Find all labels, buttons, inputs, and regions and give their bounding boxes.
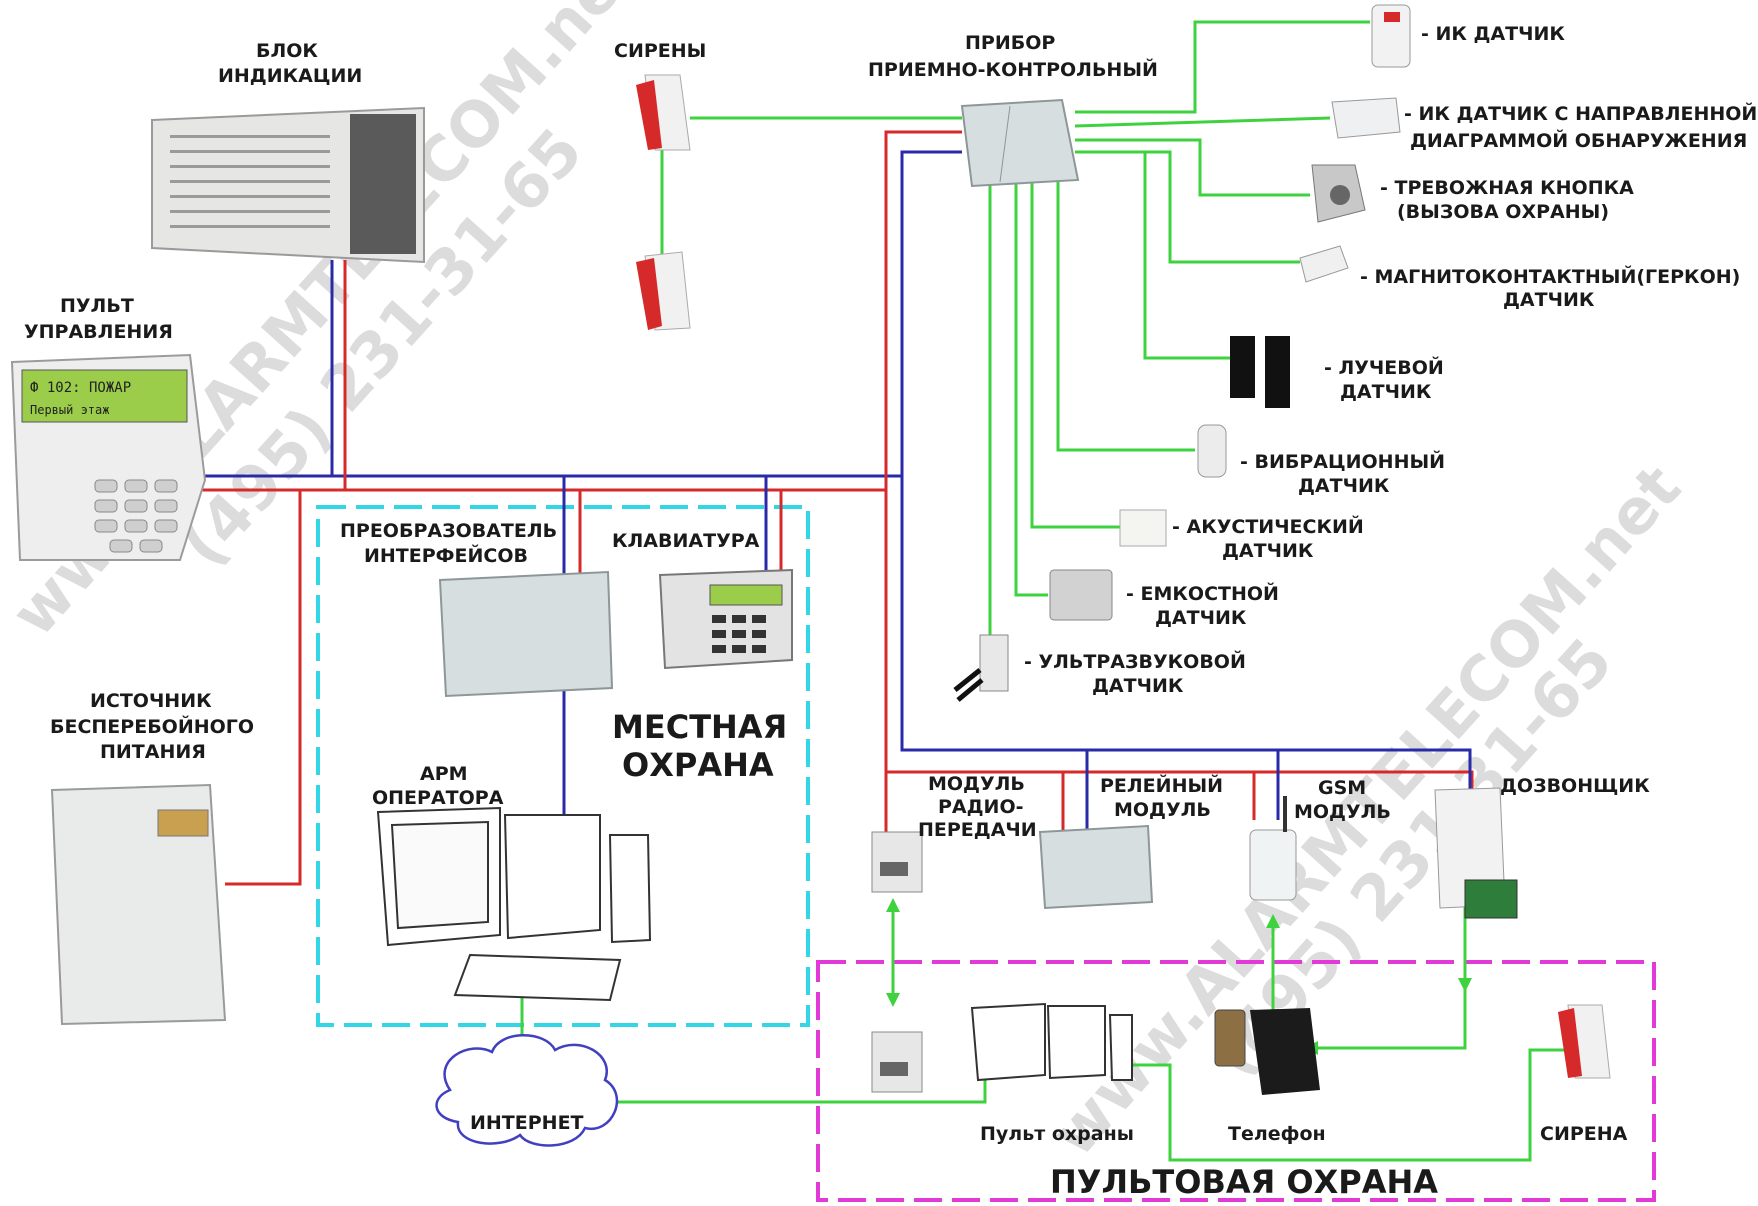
siren-top: [636, 75, 690, 150]
wire-beam-sensor: [1145, 152, 1230, 358]
wire-reed-sensor: [1075, 152, 1300, 262]
acoustic-sensor-icon: [1120, 510, 1166, 546]
label-central-security: ПУЛЬТОВАЯ ОХРАНА: [1050, 1163, 1438, 1201]
ultrasonic-sensor-icon: [955, 635, 1008, 700]
label-ups-3: ПИТАНИЯ: [100, 741, 206, 763]
wire-acoustic-sensor: [1032, 180, 1120, 527]
label-dialer: ДОЗВОНЩИК: [1500, 775, 1650, 797]
keypad-lcd-line2: Первый этаж: [30, 403, 109, 417]
label-arm-2: ОПЕРАТОРА: [372, 787, 504, 809]
label-internet: ИНТЕРНЕТ: [470, 1112, 584, 1134]
label-radio-module-2: РАДИО-: [938, 796, 1024, 818]
ir-directional-icon: [1332, 98, 1400, 138]
label-control-keypad-2: УПРАВЛЕНИЯ: [24, 321, 173, 343]
label-local-security-2: ОХРАНА: [622, 746, 774, 784]
wire-internet-console: [610, 1070, 985, 1102]
label-control-panel-1: ПРИБОР: [965, 32, 1055, 54]
wire-panel-data: [902, 152, 962, 476]
label-vibration-sensor-2: ДАТЧИК: [1298, 475, 1390, 497]
label-gsm-module-2: МОДУЛЬ: [1294, 801, 1391, 823]
label-radio-module-1: МОДУЛЬ: [928, 773, 1025, 795]
arrow-radio-down: [886, 993, 900, 1007]
wire-alarm-button: [1075, 140, 1310, 195]
label-ultrasonic-sensor-1: - УЛЬТРАЗВУКОВОЙ: [1024, 650, 1246, 673]
control-keypad-device: Ф 102: ПОЖАР Первый этаж: [12, 355, 205, 560]
label-indicator-block-2: ИНДИКАЦИИ: [218, 65, 362, 87]
relay-module-device: [1040, 826, 1152, 908]
beam-sensor-icon: [1230, 336, 1290, 408]
keyboard-device: [660, 570, 792, 668]
label-relay-module-1: РЕЛЕЙНЫЙ: [1100, 774, 1223, 797]
wire-vibration-sensor: [1058, 180, 1195, 450]
label-capacitive-sensor-2: ДАТЧИК: [1155, 607, 1247, 629]
ir-sensor-icon: [1372, 5, 1410, 67]
vibration-sensor-icon: [1198, 425, 1226, 477]
label-reed-sensor-1: - МАГНИТОКОНТАКТНЫЙ(ГЕРКОН): [1360, 265, 1740, 288]
alarm-button-icon: [1312, 165, 1365, 222]
label-ir-sensor: - ИК ДАТЧИК: [1421, 23, 1565, 45]
control-panel-device: [962, 100, 1078, 186]
label-keyboard: КЛАВИАТУРА: [612, 530, 760, 552]
label-acoustic-sensor-2: ДАТЧИК: [1222, 540, 1314, 562]
capacitive-sensor-icon: [1050, 570, 1112, 620]
interface-converter-device: [440, 572, 612, 696]
label-beam-sensor-2: ДАТЧИК: [1340, 381, 1432, 403]
arrow-radio-up: [886, 898, 900, 912]
label-indicator-block-1: БЛОК: [256, 40, 318, 62]
arrow-dialer-down: [1458, 978, 1472, 992]
label-ir-directional-1: - ИК ДАТЧИК С НАПРАВЛЕННОЙ: [1404, 102, 1757, 125]
siren-bottom: [636, 252, 690, 330]
operator-workstation: [378, 808, 650, 1000]
telephone-device: [1215, 1008, 1320, 1095]
wire-console-siren: [1130, 1050, 1565, 1160]
label-acoustic-sensor-1: - АКУСТИЧЕСКИЙ: [1172, 515, 1364, 538]
label-control-panel-2: ПРИЕМНО-КОНТРОЛЬНЫЙ: [868, 58, 1158, 81]
label-vibration-sensor-1: - ВИБРАЦИОННЫЙ: [1240, 450, 1445, 473]
ups-device: [52, 785, 225, 1024]
wire-ir-directional: [1075, 118, 1330, 126]
gsm-module-device: [1250, 796, 1296, 900]
label-reed-sensor-2: ДАТЧИК: [1503, 289, 1595, 311]
radio-receiver-device: [872, 1032, 922, 1092]
label-ultrasonic-sensor-2: ДАТЧИК: [1092, 675, 1184, 697]
label-ups-1: ИСТОЧНИК: [90, 690, 212, 712]
label-converter-2: ИНТЕРФЕЙСОВ: [364, 544, 528, 567]
keypad-lcd-line1: Ф 102: ПОЖАР: [30, 380, 131, 396]
label-gsm-module-1: GSM: [1318, 777, 1366, 799]
label-control-keypad-1: ПУЛЬТ: [60, 295, 134, 317]
label-sirens: СИРЕНЫ: [614, 40, 706, 62]
label-capacitive-sensor-1: - ЕМКОСТНОЙ: [1126, 582, 1279, 605]
label-ups-2: БЕСПЕРЕБОЙНОГО: [50, 715, 254, 738]
label-relay-module-2: МОДУЛЬ: [1114, 799, 1211, 821]
indicator-block: [152, 108, 424, 262]
central-siren: [1558, 1005, 1610, 1078]
label-security-console: Пульт охраны: [980, 1123, 1134, 1145]
label-arm-1: АРМ: [420, 763, 468, 785]
label-radio-module-3: ПЕРЕДАЧИ: [918, 819, 1037, 841]
label-central-siren: СИРЕНА: [1540, 1123, 1628, 1145]
label-alarm-button-1: - ТРЕВОЖНАЯ КНОПКА: [1380, 177, 1634, 199]
label-local-security-1: МЕСТНАЯ: [612, 708, 787, 746]
label-beam-sensor-1: - ЛУЧЕВОЙ: [1324, 356, 1444, 379]
label-telephone: Телефон: [1228, 1123, 1326, 1145]
label-converter-1: ПРЕОБРАЗОВАТЕЛЬ: [340, 520, 557, 542]
label-alarm-button-2: (ВЫЗОВА ОХРАНЫ): [1397, 201, 1609, 223]
wire-panel-power: [886, 132, 962, 490]
label-ir-directional-2: ДИАГРАММОЙ ОБНАРУЖЕНИЯ: [1410, 129, 1747, 152]
radio-module-device: [872, 832, 922, 892]
reed-sensor-icon: [1300, 246, 1348, 282]
